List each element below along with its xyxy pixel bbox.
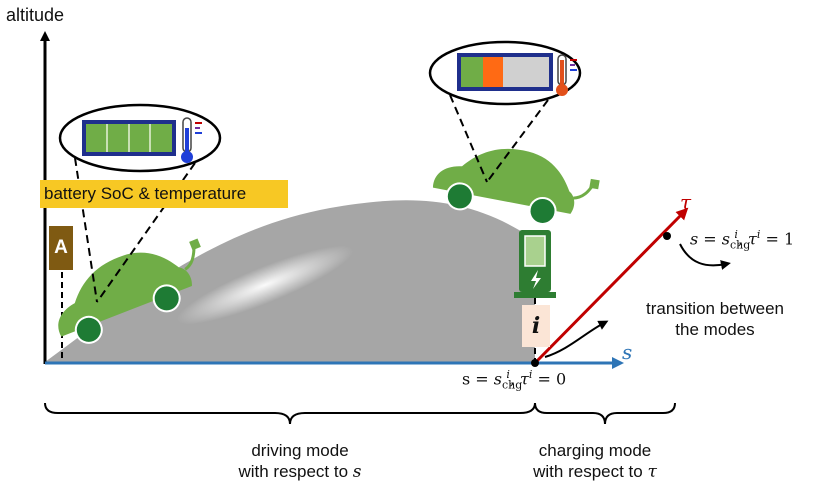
tau-axis-label: τ (680, 190, 692, 214)
hill-highlight (176, 245, 354, 325)
station-badge: i (522, 305, 550, 347)
equation-top: s = schgi, τi = 1 (690, 228, 795, 252)
charging-mode-label: charging mode with respect to τ (533, 441, 657, 482)
brace-driving (44, 402, 536, 425)
thermometer-icon (181, 117, 202, 163)
charging-station-icon (514, 230, 556, 298)
point-tau-0 (531, 359, 539, 367)
car-icon-top (432, 148, 600, 225)
brace-charging (534, 402, 676, 425)
battery-callout-left (58, 103, 222, 303)
battery-icon (82, 120, 176, 156)
battery-callout-right (428, 40, 582, 183)
s-axis-label: s (622, 340, 633, 364)
thermometer-icon-right (556, 54, 577, 96)
car-icon (58, 238, 201, 344)
equation-bottom: s = schgi, τi = 0 (462, 368, 567, 392)
transition-arrow-2 (679, 243, 731, 270)
battery-icon-right (457, 53, 553, 91)
start-badge: A (49, 226, 73, 270)
battery-label: battery SoC & temperature (40, 180, 288, 208)
lightning-icon (531, 270, 541, 289)
point-tau-1 (663, 232, 671, 240)
tau-axis (533, 207, 689, 365)
driving-mode-label: driving mode with respect to s (238, 441, 362, 482)
altitude-axis-label: altitude (6, 5, 65, 25)
transition-arrow-1 (544, 320, 609, 358)
transition-label: transition between the modes (646, 299, 784, 339)
